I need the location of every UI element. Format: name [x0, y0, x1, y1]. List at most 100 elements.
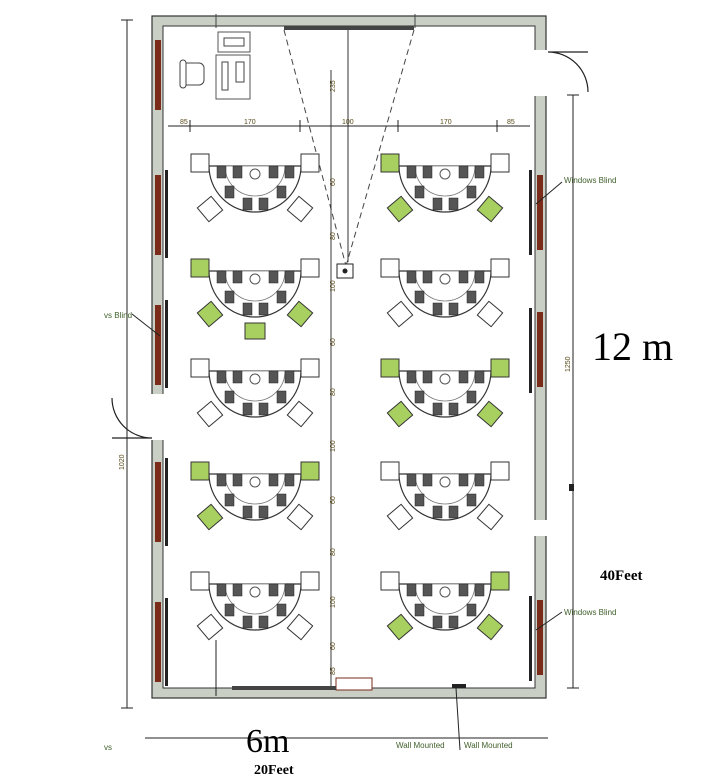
cluster-right-2: [380, 258, 510, 328]
workstation-block: [242, 197, 253, 211]
dim-top-2: 170: [244, 119, 256, 126]
chair: [490, 153, 510, 173]
dim-center-1: 60: [330, 178, 337, 186]
chair: [490, 358, 510, 378]
dim-top-1: 85: [180, 119, 188, 126]
workstation-block: [474, 583, 485, 597]
side-dimension-lines: 1020 1250: [119, 19, 579, 709]
workstation-block: [224, 390, 235, 404]
dim-center-top: 235: [330, 80, 337, 92]
chair: [380, 258, 400, 278]
windows: [155, 26, 543, 686]
chair: [196, 613, 224, 641]
cluster-right-5: [380, 571, 510, 641]
workstation-block: [284, 270, 295, 284]
workstation-block: [466, 390, 477, 404]
bottom-features: [145, 640, 548, 751]
window-right-2: [537, 312, 543, 387]
cluster-right-3: [380, 358, 510, 428]
chair: [286, 400, 314, 428]
table-hub: [439, 586, 451, 598]
chair: [300, 358, 320, 378]
workstation-block: [422, 165, 433, 179]
workstation-block: [268, 583, 279, 597]
chair: [476, 400, 504, 428]
workstation-block: [466, 493, 477, 507]
dim-center-8: 80: [330, 548, 337, 556]
chair: [190, 358, 210, 378]
label-window-blind-right-top: Windows Blind: [564, 176, 616, 185]
chair: [286, 195, 314, 223]
cluster-left-3: [190, 358, 320, 428]
chair: [244, 322, 266, 340]
workstation-block: [268, 370, 279, 384]
chair: [300, 153, 320, 173]
workstation-block: [276, 493, 287, 507]
chair: [476, 613, 504, 641]
workstation-block: [422, 270, 433, 284]
workstation-block: [258, 302, 269, 316]
table-hub: [249, 373, 261, 385]
label-bottom-left-fragment: vs: [104, 743, 112, 752]
chair: [300, 461, 320, 481]
workstation-block: [458, 370, 469, 384]
projector: [215, 14, 416, 279]
workstation-block: [232, 270, 243, 284]
dim-top-5: 85: [507, 119, 515, 126]
workstation-block: [474, 270, 485, 284]
workstation-block: [276, 290, 287, 304]
teacher-desk: [215, 54, 251, 100]
table-hub: [249, 273, 261, 285]
workstation-block: [474, 165, 485, 179]
table-hub: [439, 168, 451, 180]
workstation-block: [224, 493, 235, 507]
workstation-block: [458, 473, 469, 487]
workstation-block: [276, 390, 287, 404]
workstation-block: [466, 185, 477, 199]
workstation-block: [276, 603, 287, 617]
workstation-block: [224, 185, 235, 199]
blind-rail-left-3: [165, 300, 168, 388]
room-interior: [162, 25, 536, 689]
blind-rail-left-4: [165, 458, 168, 546]
door-bottom: [335, 677, 373, 691]
projection-line-right: [345, 29, 415, 267]
dim-center-6: 100: [330, 440, 337, 452]
label-height-imperial: 40Feet: [600, 568, 642, 584]
chair: [380, 461, 400, 481]
window-left-3: [155, 305, 161, 385]
workstation-block: [414, 290, 425, 304]
cluster-left-2: [190, 258, 320, 340]
label-width-metric: 6m: [246, 723, 289, 760]
workstation-block: [422, 583, 433, 597]
workstation-block: [216, 270, 227, 284]
projector-lens: [342, 268, 348, 274]
workstation-block: [432, 302, 443, 316]
table-hub: [249, 476, 261, 488]
blind-rail-right-1: [529, 170, 532, 255]
workstation-block: [474, 370, 485, 384]
student-clusters: [190, 153, 510, 641]
workstation-block: [216, 370, 227, 384]
workstation-block: [232, 370, 243, 384]
workstation-block: [458, 165, 469, 179]
workstation-block: [242, 505, 253, 519]
dim-center-9: 100: [330, 596, 337, 608]
workstation-block: [448, 402, 459, 416]
workstation-block: [216, 473, 227, 487]
workstation-block: [432, 505, 443, 519]
chair: [476, 195, 504, 223]
chair: [386, 503, 414, 531]
workstation-block: [422, 370, 433, 384]
workstation-block: [414, 493, 425, 507]
window-left-1: [155, 40, 161, 110]
dim-center-11: 85: [330, 667, 337, 675]
workstation-block: [432, 615, 443, 629]
chair: [380, 153, 400, 173]
chair: [196, 503, 224, 531]
table-hub: [249, 586, 261, 598]
chair: [386, 300, 414, 328]
chair: [190, 571, 210, 591]
workstation-block: [448, 505, 459, 519]
window-left-5: [155, 602, 161, 682]
